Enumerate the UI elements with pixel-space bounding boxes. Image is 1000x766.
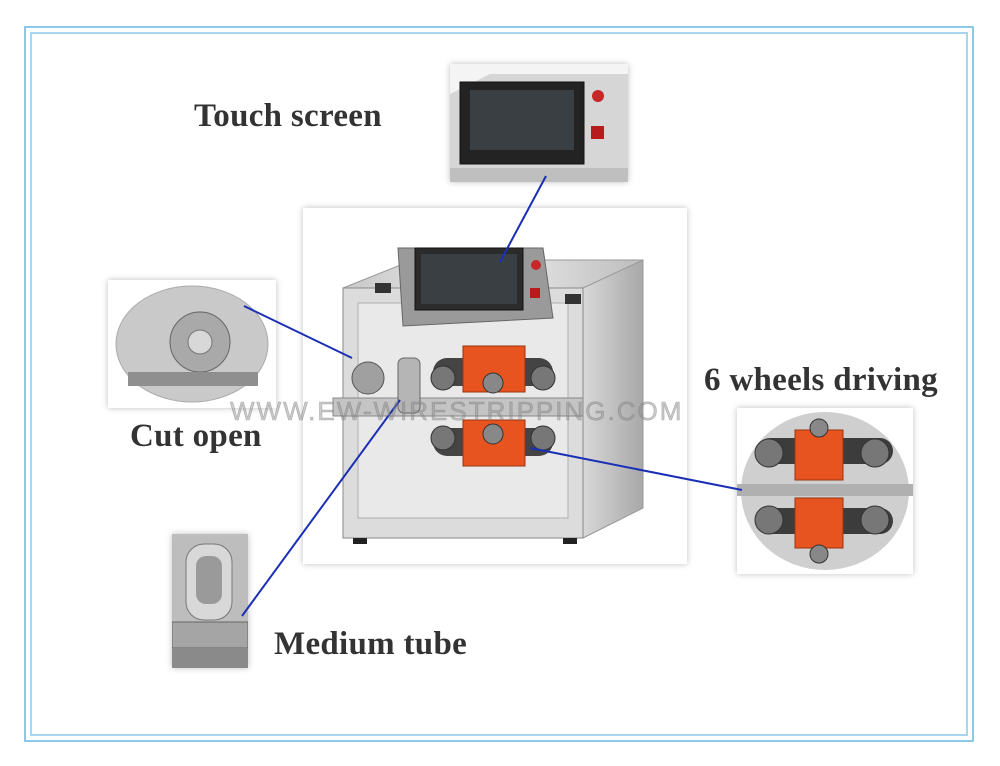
leader-line-touch-screen [499, 175, 547, 263]
leader-line-cut-open [243, 305, 353, 359]
six-wheels-photo [737, 408, 913, 574]
cut-open-photo [108, 280, 276, 408]
label-touch-screen: Touch screen [194, 98, 382, 134]
label-cut-open: Cut open [130, 418, 262, 454]
medium-tube-photo [172, 534, 248, 668]
leader-line-six-wheels [529, 447, 743, 491]
label-medium-tube: Medium tube [274, 626, 468, 662]
label-six-wheels: 6 wheels driving [704, 362, 938, 398]
watermark-text: WWW.EW-WIRESTRIPPING.COM [230, 396, 684, 427]
main-machine-photo [303, 208, 687, 564]
leader-line-medium-tube [241, 399, 401, 617]
outer-frame [24, 26, 974, 742]
touch-screen-photo [450, 64, 628, 182]
inner-frame [30, 32, 968, 736]
